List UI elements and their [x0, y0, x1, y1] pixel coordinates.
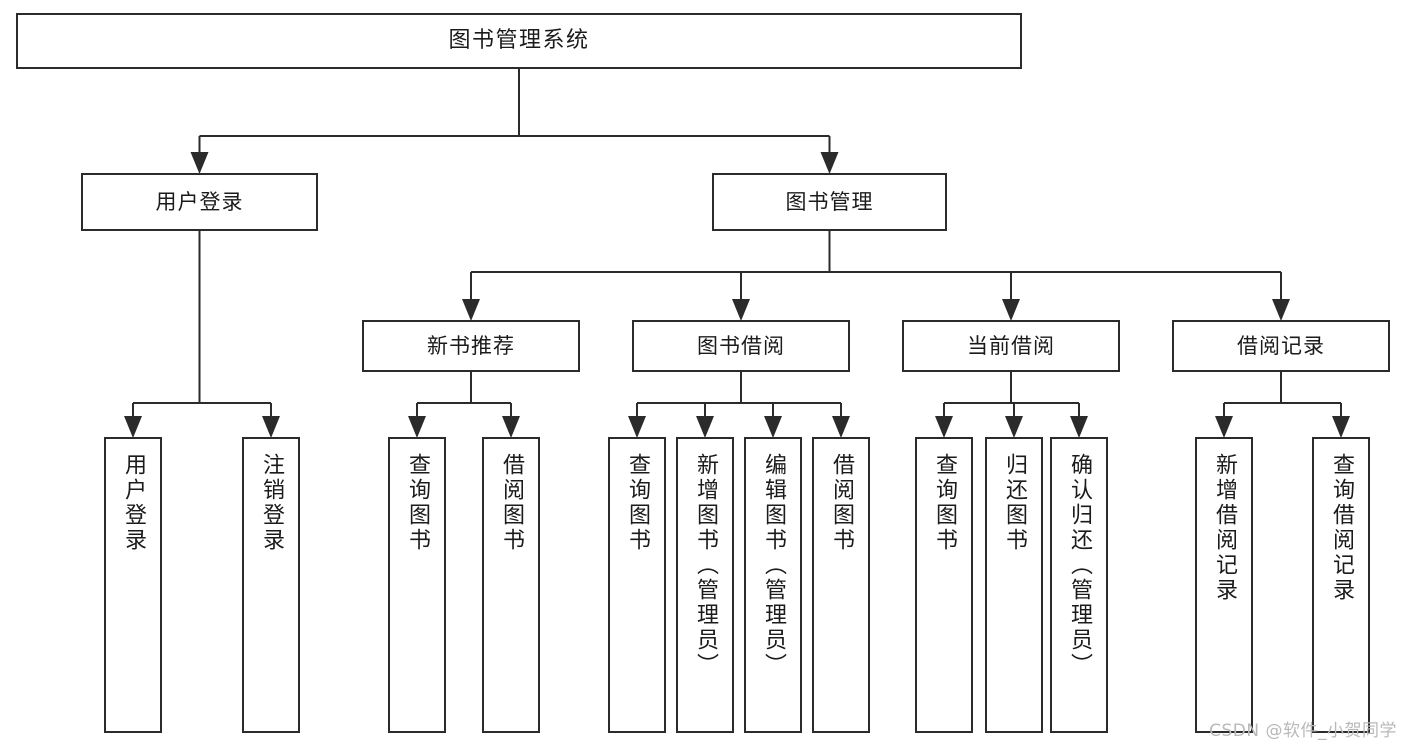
node-label: 借阅图书 — [498, 453, 524, 553]
node-label: 查询图书 — [931, 453, 957, 553]
node-root[interactable]: 图书管理系统 — [16, 13, 1022, 69]
leaf-query-book-recommend[interactable]: 查询图书 — [388, 437, 446, 733]
node-label: 查询借阅记录 — [1328, 453, 1354, 603]
leaf-query-borrow-record[interactable]: 查询借阅记录 — [1312, 437, 1370, 733]
leaf-add-borrow-record[interactable]: 新增借阅记录 — [1195, 437, 1253, 733]
node-current-borrow[interactable]: 当前借阅 — [902, 320, 1120, 372]
node-label: 新书推荐 — [427, 333, 515, 358]
leaf-query-book-borrow[interactable]: 查询图书 — [608, 437, 666, 733]
node-label: 当前借阅 — [967, 333, 1055, 358]
watermark: CSDN @软件_小贺同学 — [1209, 721, 1397, 741]
node-label: 图书借阅 — [697, 333, 785, 358]
node-user-login[interactable]: 用户登录 — [81, 173, 318, 231]
node-book-borrow[interactable]: 图书借阅 — [632, 320, 850, 372]
leaf-borrow-book-recommend[interactable]: 借阅图书 — [482, 437, 540, 733]
node-book-manage[interactable]: 图书管理 — [712, 173, 947, 231]
node-label: 确认归还（管理员） — [1066, 453, 1092, 678]
node-label: 新增借阅记录 — [1211, 453, 1237, 603]
leaf-logout[interactable]: 注销登录 — [242, 437, 300, 733]
node-label: 用户登录 — [155, 189, 244, 214]
node-label: 编辑图书（管理员） — [760, 453, 786, 678]
leaf-add-book[interactable]: 新增图书（管理员） — [676, 437, 734, 733]
node-borrow-record[interactable]: 借阅记录 — [1172, 320, 1390, 372]
node-label: 查询图书 — [624, 453, 650, 553]
node-label: 用户登录 — [120, 453, 146, 553]
leaf-edit-book[interactable]: 编辑图书（管理员） — [744, 437, 802, 733]
leaf-borrow-book[interactable]: 借阅图书 — [812, 437, 870, 733]
node-label: 归还图书 — [1001, 453, 1027, 553]
node-new-book-rec[interactable]: 新书推荐 — [362, 320, 580, 372]
node-label: 图书管理系统 — [448, 28, 590, 54]
node-label: 注销登录 — [258, 453, 284, 553]
node-label: 查询图书 — [404, 453, 430, 553]
node-label: 借阅记录 — [1237, 333, 1325, 358]
node-label: 借阅图书 — [828, 453, 854, 553]
node-label: 新增图书（管理员） — [692, 453, 718, 678]
leaf-return-book[interactable]: 归还图书 — [985, 437, 1043, 733]
node-label: 图书管理 — [785, 189, 874, 214]
leaf-confirm-return[interactable]: 确认归还（管理员） — [1050, 437, 1108, 733]
leaf-query-book-current[interactable]: 查询图书 — [915, 437, 973, 733]
leaf-user-login[interactable]: 用户登录 — [104, 437, 162, 733]
